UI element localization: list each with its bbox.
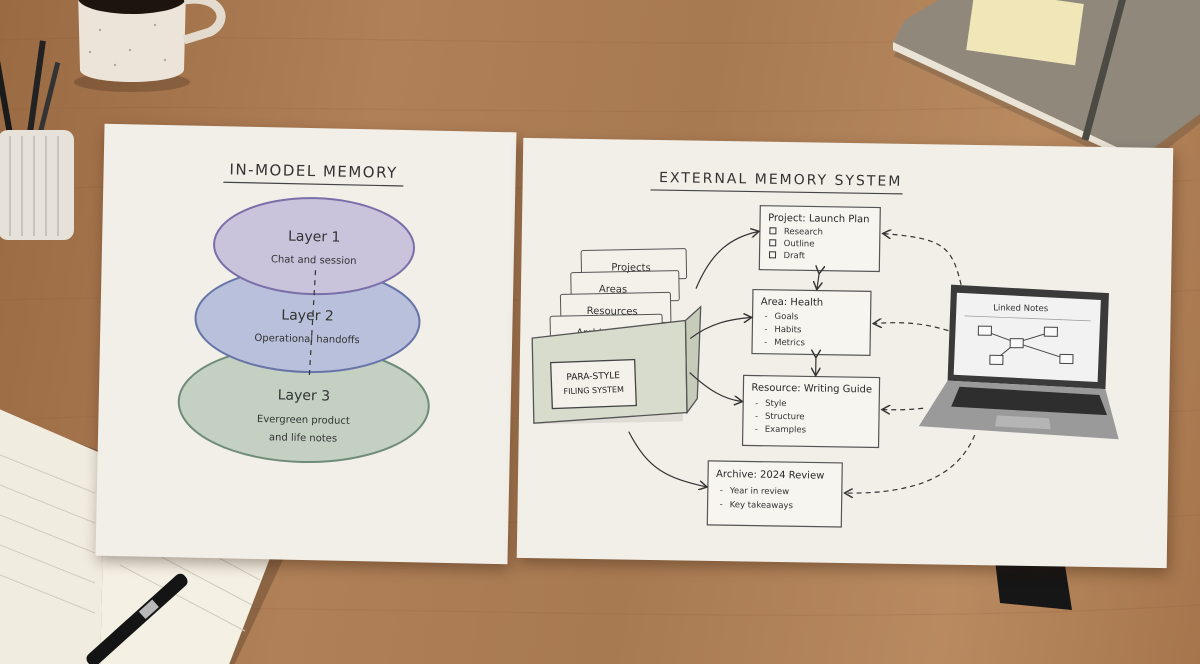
note-area: Area: Health - - - Goals Habits Metrics bbox=[751, 288, 872, 357]
linked-notes-graph bbox=[977, 325, 1074, 365]
note-area-title: Area: Health bbox=[761, 297, 824, 309]
note-resource: Resource: Writing Guide - - - Style Stru… bbox=[741, 374, 881, 449]
note-project-item-2: Outline bbox=[784, 239, 815, 249]
svg-text:-: - bbox=[764, 338, 767, 348]
left-panel-title: IN-MODEL MEMORY bbox=[229, 160, 398, 182]
checkbox-icon bbox=[769, 227, 777, 235]
layer-1-title: Layer 1 bbox=[288, 229, 341, 246]
filing-tab-resources-label: Resources bbox=[587, 306, 638, 318]
note-archive-title: Archive: 2024 Review bbox=[716, 469, 824, 482]
note-project-title: Project: Launch Plan bbox=[768, 213, 870, 226]
note-resource-title: Resource: Writing Guide bbox=[751, 383, 872, 396]
layer-2-desc: Operational handoffs bbox=[254, 333, 359, 346]
checkbox-icon bbox=[769, 239, 777, 247]
laptop-screen-title: Linked Notes bbox=[993, 303, 1049, 314]
note-resource-item-2: Structure bbox=[765, 412, 805, 423]
layer-2-title: Layer 2 bbox=[281, 307, 334, 324]
layer-3-title: Layer 3 bbox=[278, 387, 331, 404]
note-project-item-1: Research bbox=[784, 227, 823, 238]
right-panel-title: EXTERNAL MEMORY SYSTEM bbox=[659, 170, 903, 190]
svg-text:-: - bbox=[764, 325, 767, 335]
note-area-item-3: Metrics bbox=[774, 338, 806, 348]
svg-text:-: - bbox=[764, 312, 767, 322]
filing-tab-areas-label: Areas bbox=[599, 284, 627, 295]
svg-text:-: - bbox=[755, 425, 758, 435]
svg-text:-: - bbox=[755, 399, 758, 409]
filing-tab-projects-label: Projects bbox=[611, 262, 651, 274]
svg-text:-: - bbox=[720, 500, 723, 510]
filing-box: Projects Areas Resources Archives PARA-S… bbox=[531, 248, 702, 425]
checkbox-icon bbox=[768, 251, 777, 259]
laptop: Linked Notes bbox=[918, 284, 1119, 440]
note-resource-item-3: Examples bbox=[765, 425, 807, 436]
external-memory-sheet: EXTERNAL MEMORY SYSTEM Projects Areas Re… bbox=[516, 137, 1174, 569]
note-area-item-2: Habits bbox=[774, 325, 802, 335]
note-archive-item-1: Year in review bbox=[729, 486, 789, 497]
svg-text:-: - bbox=[755, 412, 758, 422]
coffee-mug bbox=[74, 0, 226, 92]
layer-3-desc-line-1: Evergreen product bbox=[257, 414, 350, 427]
note-project: Project: Launch Plan Research Outline Dr… bbox=[758, 205, 881, 273]
layer-1-ellipse bbox=[213, 197, 416, 296]
connectors bbox=[628, 230, 976, 495]
svg-text:-: - bbox=[720, 486, 723, 496]
closed-notebook bbox=[893, 0, 1200, 171]
in-model-memory-diagram: IN-MODEL MEMORY Layer 1 Chat and session… bbox=[177, 160, 430, 464]
filing-label-line-1: PARA-STYLE bbox=[566, 371, 620, 383]
note-resource-item-1: Style bbox=[765, 399, 787, 409]
note-area-item-1: Goals bbox=[774, 312, 799, 322]
filing-label-line-2: FILING SYSTEM bbox=[563, 385, 624, 396]
layer-1-desc: Chat and session bbox=[271, 254, 357, 267]
note-archive-item-2: Key takeaways bbox=[730, 500, 794, 511]
pen-cup bbox=[0, 40, 74, 240]
external-memory-diagram: EXTERNAL MEMORY SYSTEM Projects Areas Re… bbox=[531, 170, 1119, 528]
note-project-item-3: Draft bbox=[783, 251, 805, 261]
layer-3-desc-line-2: and life notes bbox=[269, 432, 337, 444]
note-archive: Archive: 2024 Review - - Year in review … bbox=[706, 460, 843, 528]
in-model-memory-sheet: IN-MODEL MEMORY Layer 1 Chat and session… bbox=[95, 123, 517, 565]
